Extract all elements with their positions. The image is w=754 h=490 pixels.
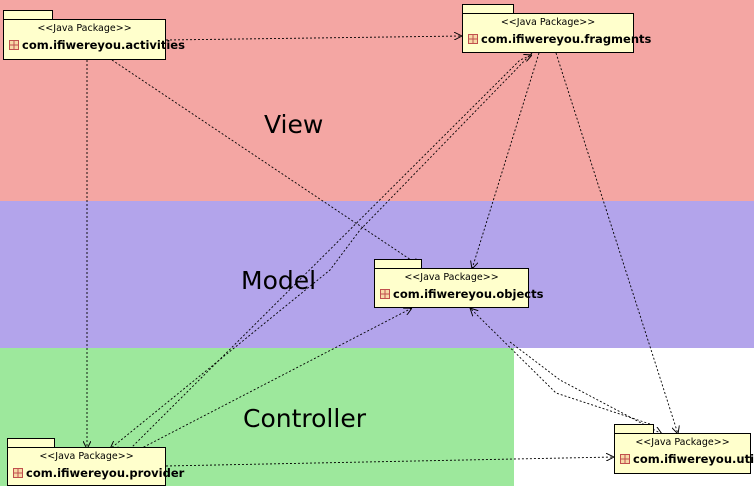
package-tab	[374, 259, 422, 268]
package-name: com.ifiwereyou.fragments	[481, 32, 652, 46]
package-icon	[620, 454, 630, 464]
package-body: <<Java Package>> com.ifiwereyou.activiti…	[3, 19, 185, 60]
package-name-row: com.ifiwereyou.fragments	[468, 32, 651, 46]
edge-fragments-utils	[555, 52, 678, 434]
view-layer-label: View	[264, 110, 324, 139]
package-name: com.ifiwereyou.activities	[22, 38, 185, 52]
package-name-row: com.ifiwereyou.provider	[13, 466, 184, 480]
edge-objects-utils	[509, 341, 662, 434]
edge-provider-utils	[165, 457, 614, 467]
package-name-row: com.ifiwereyou.objects	[380, 287, 543, 301]
package-name-row: com.ifiwereyou.activities	[9, 38, 185, 52]
package-utils[interactable]: <<Java Package>> com.ifiwereyou.utils	[614, 424, 754, 474]
package-icon	[9, 40, 19, 50]
package-tab	[7, 438, 55, 447]
package-icon	[468, 34, 478, 44]
package-fragments[interactable]: <<Java Package>> com.ifiwereyou.fragment…	[462, 4, 651, 53]
package-stereotype: <<Java Package>>	[37, 23, 132, 34]
package-stereotype: <<Java Package>>	[39, 451, 134, 462]
package-body: <<Java Package>> com.ifiwereyou.provider	[7, 447, 184, 486]
package-body: <<Java Package>> com.ifiwereyou.objects	[374, 268, 543, 308]
edge-activities-objects	[111, 59, 420, 266]
package-stereotype: <<Java Package>>	[635, 437, 730, 448]
controller-layer-label: Controller	[243, 404, 366, 433]
edge-activities-fragments	[165, 36, 462, 41]
edge-fragments-provider	[110, 52, 533, 449]
package-tab	[3, 10, 53, 19]
package-name: com.ifiwereyou.utils	[633, 452, 754, 466]
package-tab	[462, 4, 514, 13]
package-objects[interactable]: <<Java Package>> com.ifiwereyou.objects	[374, 259, 543, 308]
model-layer-label: Model	[241, 266, 317, 295]
package-tab	[614, 424, 654, 433]
package-name: com.ifiwereyou.provider	[26, 466, 185, 480]
edge-provider-fragments	[129, 55, 532, 450]
package-icon	[13, 468, 23, 478]
edge-fragments-objects	[472, 52, 540, 269]
package-stereotype: <<Java Package>>	[404, 272, 499, 283]
package-stereotype: <<Java Package>>	[500, 17, 596, 28]
package-provider[interactable]: <<Java Package>> com.ifiwereyou.provider	[7, 438, 184, 486]
edge-provider-objects	[139, 308, 412, 450]
package-icon	[380, 289, 390, 299]
package-name-row: com.ifiwereyou.utils	[620, 452, 754, 466]
package-activities[interactable]: <<Java Package>> com.ifiwereyou.activiti…	[3, 10, 185, 60]
package-name: com.ifiwereyou.objects	[393, 287, 544, 301]
edge-utils-objects	[470, 308, 651, 425]
package-body: <<Java Package>> com.ifiwereyou.fragment…	[462, 13, 651, 53]
package-body: <<Java Package>> com.ifiwereyou.utils	[614, 433, 754, 474]
